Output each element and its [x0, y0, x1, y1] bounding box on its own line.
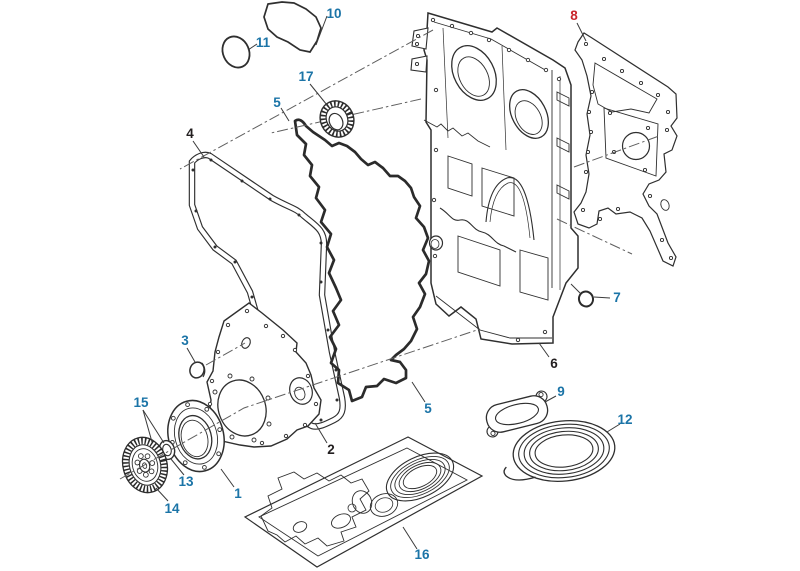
callout-2: 2: [327, 442, 335, 457]
callout-6: 6: [550, 356, 558, 371]
callout-3[interactable]: 3: [181, 333, 189, 348]
callout-10[interactable]: 10: [326, 6, 341, 21]
callout-4: 4: [186, 126, 194, 141]
callout-9[interactable]: 9: [557, 384, 565, 399]
callout-12[interactable]: 12: [617, 412, 632, 427]
callout-17[interactable]: 17: [298, 69, 313, 84]
axis-line-camshaft: [270, 98, 422, 134]
part-17-bearing-drawing: [319, 100, 355, 138]
part-5-gasket-drawing: [293, 118, 431, 403]
callout-11[interactable]: 11: [256, 35, 271, 50]
callout-5-lower[interactable]: 5: [424, 401, 432, 416]
callout-14[interactable]: 14: [164, 501, 180, 516]
part-16-gasket-kit-drawing: [243, 436, 484, 568]
part-7-o-ring-drawing: [577, 290, 595, 308]
part-3-plug-drawing: [189, 342, 246, 379]
axis-lines-main: [119, 29, 481, 480]
callout-13[interactable]: 13: [178, 474, 194, 489]
callout-7[interactable]: 7: [613, 290, 621, 305]
part-12-seal-coil-drawing: [503, 420, 616, 482]
callout-8[interactable]: 8: [570, 8, 578, 23]
callout-1[interactable]: 1: [234, 486, 242, 501]
callout-16[interactable]: 16: [414, 547, 430, 562]
callout-5-upper[interactable]: 5: [273, 95, 281, 110]
axis-lines-right: [556, 135, 660, 255]
part-9-gasket-drawing: [485, 390, 549, 438]
part-8-gasket-drawing: [573, 32, 678, 267]
part-10-seal-drawing: [263, 1, 322, 53]
callout-15[interactable]: 15: [133, 395, 149, 410]
part-11-o-ring-drawing: [221, 35, 251, 69]
part-6-housing-drawing: [410, 12, 579, 345]
part-2-cover-drawing: [206, 302, 322, 448]
callouts: 10 11 17 5 4 8 6 7 3 15 13 14 1 2 5 9 12…: [133, 6, 632, 562]
leader-lines: [142, 15, 621, 550]
